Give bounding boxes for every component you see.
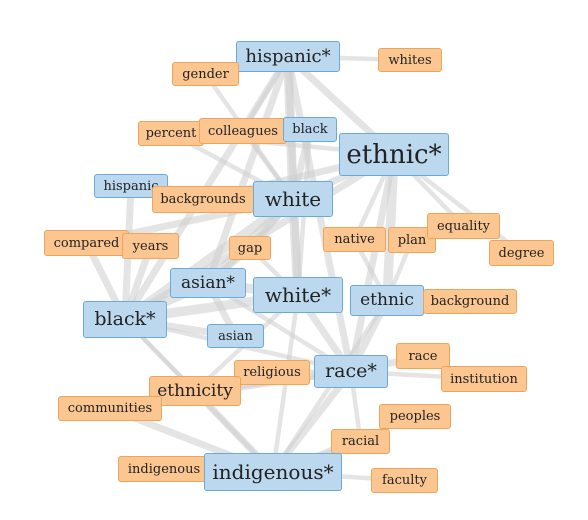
node-gender: gender — [172, 62, 239, 86]
node-compared: compared — [44, 230, 129, 256]
node-ethnicity: ethnicity — [149, 376, 241, 406]
node-institution: institution — [441, 366, 527, 392]
node-degree: degree — [489, 240, 554, 266]
node-asian: asian — [207, 324, 264, 348]
node-whites: whites — [378, 48, 442, 72]
node-indigenous: indigenous — [118, 456, 210, 482]
node-white-star: white* — [253, 277, 343, 313]
node-black: black — [283, 117, 337, 142]
node-equality: equality — [427, 213, 500, 239]
node-ethnic-star: ethnic* — [339, 133, 449, 176]
node-background: background — [423, 289, 517, 314]
edge-white-black_star — [120, 194, 298, 325]
node-ethnic: ethnic — [350, 285, 424, 316]
node-percent: percent — [138, 121, 204, 146]
node-asian-star: asian* — [170, 268, 246, 298]
node-communities: communities — [58, 396, 162, 421]
node-black-star: black* — [83, 301, 167, 338]
node-religious: religious — [234, 360, 310, 385]
edge-ethnic_star-race_star — [347, 151, 398, 375]
node-gap: gap — [229, 236, 271, 260]
node-race-star: race* — [314, 355, 388, 388]
node-hispanic-star: hispanic* — [236, 41, 340, 72]
node-peoples: peoples — [379, 404, 451, 429]
node-years: years — [122, 233, 179, 259]
node-faculty: faculty — [371, 468, 438, 493]
node-white: white — [253, 181, 333, 217]
node-colleagues: colleagues — [199, 118, 287, 144]
node-backgrounds: backgrounds — [152, 186, 254, 213]
node-racial: racial — [331, 429, 390, 454]
node-race: race — [396, 343, 450, 369]
node-native: native — [323, 227, 386, 252]
node-indigenous-star: indigenous* — [204, 453, 342, 491]
